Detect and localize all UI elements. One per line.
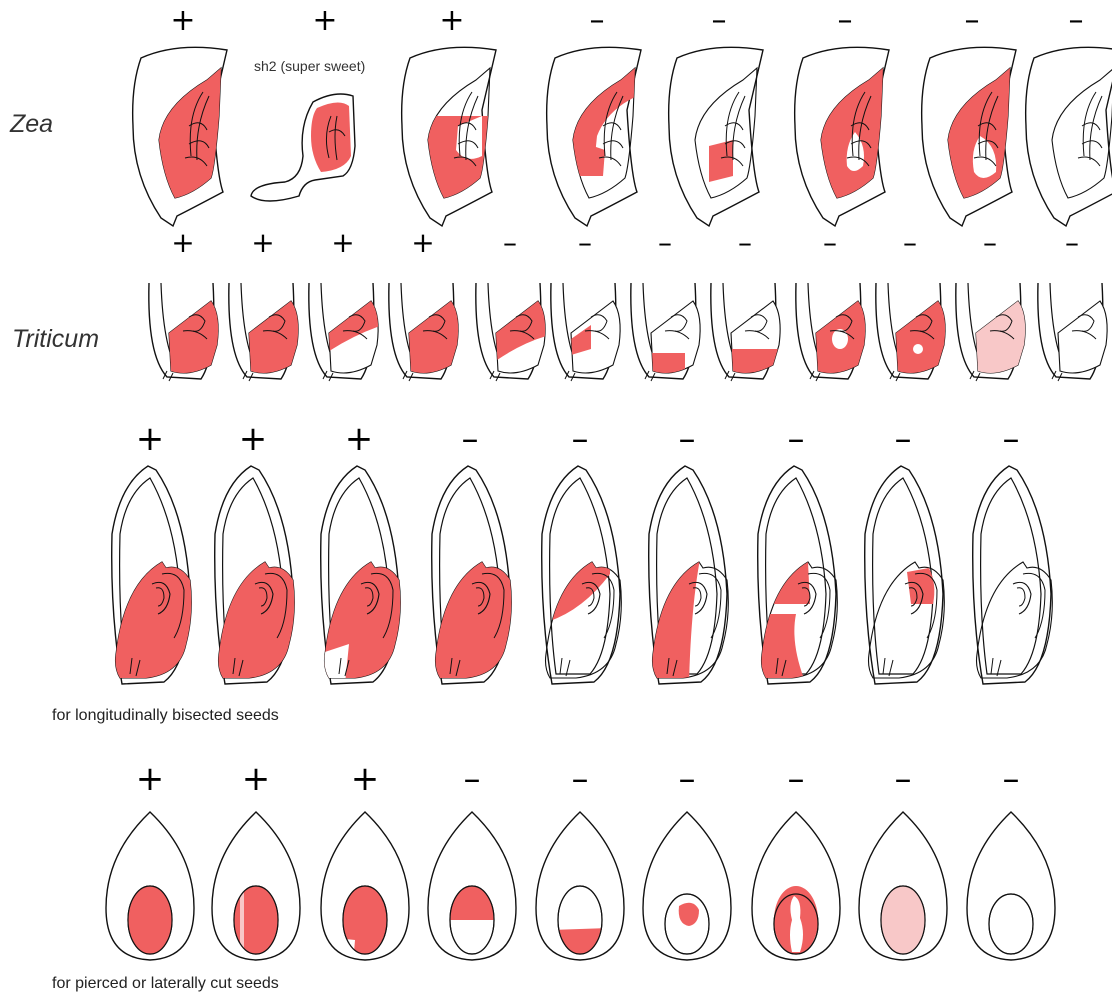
longitudinal-sign-2: + — [239, 419, 268, 459]
longitudinal-sign-3: + — [345, 419, 374, 459]
lateral-sign-1: + — [136, 759, 165, 799]
longitudinal-sign-1: + — [136, 419, 165, 459]
lateral-sign-3: + — [351, 759, 380, 799]
triticum-sign-1: + — [171, 226, 194, 259]
triticum-sign-4: + — [411, 226, 434, 259]
triticum-seed-9 — [796, 283, 870, 381]
lateral-seed-8 — [859, 812, 947, 964]
triticum-sign-12: – — [1065, 226, 1079, 259]
longitudinal-seed-5 — [540, 466, 621, 684]
lateral-sign-5: – — [572, 759, 589, 799]
zea-seed-5 — [669, 47, 763, 226]
lateral-sign-6: – — [679, 759, 696, 799]
triticum-seed-1 — [149, 283, 223, 381]
longitudinal-seed-1 — [110, 466, 200, 684]
triticum-seed-6 — [551, 283, 620, 381]
longitudinal-sign-9: – — [1003, 419, 1020, 459]
zea-sign-6: – — [838, 3, 853, 38]
lateral-seed-3 — [321, 812, 409, 964]
triticum-seed-3 — [309, 283, 383, 381]
triticum-seed-4 — [389, 283, 463, 381]
longitudinal-seed-4 — [430, 466, 520, 684]
zea-sign-1: + — [170, 3, 195, 38]
zea-seed-2 — [251, 94, 355, 201]
triticum-sign-10: – — [903, 226, 917, 259]
triticum-seed-11 — [956, 283, 1030, 381]
longitudinal-seed-3 — [319, 466, 409, 684]
triticum-seed-7 — [631, 283, 700, 381]
triticum-sign-8: – — [738, 226, 752, 259]
lateral-seed-9 — [967, 812, 1055, 960]
lateral-seed-1 — [106, 812, 194, 964]
triticum-sign-2: + — [251, 226, 274, 259]
triticum-seed-2 — [229, 283, 303, 381]
zea-seed-4 — [547, 47, 641, 226]
longitudinal-sign-5: – — [572, 419, 589, 459]
lateral-seed-7 — [752, 812, 840, 964]
lateral-seed-2 — [212, 812, 300, 964]
triticum-sign-7: – — [658, 226, 672, 259]
lateral-sign-8: – — [895, 759, 912, 799]
lateral-sign-7: – — [788, 759, 805, 799]
zea-seed-7 — [922, 47, 1022, 226]
zea-sign-3: + — [439, 3, 464, 38]
zea-sign-7: – — [965, 3, 980, 38]
longitudinal-sign-8: – — [895, 419, 912, 459]
longitudinal-seed-8 — [865, 466, 945, 684]
zea-sign-8: – — [1069, 3, 1084, 38]
triticum-sign-5: – — [503, 226, 517, 259]
lateral-sign-9: – — [1003, 759, 1020, 799]
longitudinal-seed-6 — [647, 466, 728, 684]
longitudinal-seed-9 — [973, 466, 1053, 684]
lateral-seed-5 — [536, 812, 624, 964]
zea-seed-1 — [133, 47, 233, 226]
longitudinal-sign-4: – — [462, 419, 479, 459]
zea-sign-5: – — [712, 3, 727, 38]
lateral-seed-4 — [428, 812, 516, 960]
triticum-seed-8 — [711, 283, 785, 381]
longitudinal-seed-7 — [756, 466, 837, 684]
zea-sign-4: – — [590, 3, 605, 38]
zea-seed-3 — [402, 47, 502, 226]
triticum-seed-12 — [1038, 283, 1107, 381]
triticum-seed-5 — [476, 283, 550, 381]
lateral-sign-2: + — [242, 759, 271, 799]
lateral-seed-6 — [643, 812, 731, 960]
lateral-sign-4: – — [464, 759, 481, 799]
triticum-sign-6: – — [578, 226, 592, 259]
zea-seed-8 — [1026, 47, 1112, 226]
triticum-sign-9: – — [823, 226, 837, 259]
triticum-sign-11: – — [983, 226, 997, 259]
longitudinal-sign-7: – — [788, 419, 805, 459]
zea-sign-2: + — [312, 3, 337, 38]
longitudinal-seed-2 — [213, 466, 303, 684]
triticum-seed-10 — [876, 283, 950, 381]
longitudinal-sign-6: – — [679, 419, 696, 459]
triticum-sign-3: + — [331, 226, 354, 259]
zea-seed-6 — [795, 47, 895, 226]
